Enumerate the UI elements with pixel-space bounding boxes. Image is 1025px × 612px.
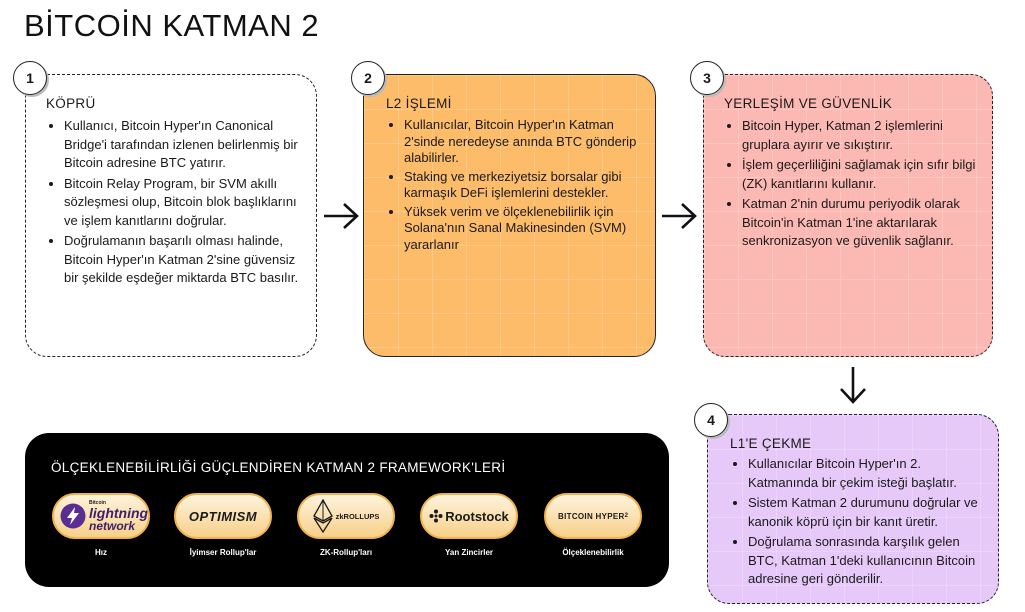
bitcoin-hyper-logo-text: BITCOIN HYPER: [558, 511, 625, 521]
step-3-number-badge: 3: [690, 61, 724, 95]
step-4-heading: L1'E ÇEKME: [730, 436, 812, 451]
step-2-number-badge: 2: [351, 61, 385, 95]
step-3-bullet: Katman 2'nin durumu periyodik olarak Bit…: [742, 195, 980, 251]
framework-caption: Ölçeklenebilirlik: [562, 548, 624, 557]
step-3-heading: YERLEŞİM VE GÜVENLİK: [724, 96, 893, 111]
step-4-bullet: Doğrulama sonrasında karşılık gelen BTC,…: [748, 533, 986, 589]
step-4-bullets: Kullanıcılar Bitcoin Hyper'ın 2. Katmanı…: [730, 455, 986, 589]
step-1-heading: KÖPRÜ: [46, 96, 96, 111]
step-1-card: KÖPRÜ Kullanıcı, Bitcoin Hyper'ın Canoni…: [25, 74, 317, 357]
step-2-bullets: Kullanıcılar, Bitcoin Hyper'ın Katman 2'…: [386, 117, 643, 253]
step-3-bullet: İşlem geçerliliğini sağlamak için sıfır …: [742, 156, 980, 193]
framework-rootstock: Rootstock Yan Zincirler: [420, 493, 518, 557]
lightning-network-logo: Bitcoin lightning network: [52, 493, 150, 539]
framework-zkrollups: zkROLLUPS ZK-Rollup'ları: [297, 493, 395, 557]
arrow-right-icon: [662, 203, 697, 229]
framework-optimism: OPTIMISM İyimser Rollup'lar: [174, 493, 272, 557]
step-1-bullets: Kullanıcı, Bitcoin Hyper'ın Canonical Br…: [46, 117, 304, 288]
step-1-bullet: Doğrulamanın başarılı olması halinde, Bi…: [64, 232, 304, 288]
framework-caption: ZK-Rollup'ları: [319, 548, 373, 557]
step-3-bullets: Bitcoin Hyper, Katman 2 işlemlerini grup…: [724, 117, 980, 251]
step-2-card: L2 İŞLEMİ Kullanıcılar, Bitcoin Hyper'ın…: [363, 74, 656, 357]
zkrollups-logo-text: zkROLLUPS: [335, 511, 380, 521]
rootstock-dots-icon: [429, 509, 443, 523]
step-2-heading: L2 İŞLEMİ: [386, 96, 452, 111]
rootstock-logo: Rootstock: [420, 493, 518, 539]
frameworks-panel: ÖLÇEKLENEBİLİRLİĞİ GÜÇLENDİREN KATMAN 2 …: [25, 433, 669, 587]
framework-caption: İyimser Rollup'lar: [189, 548, 257, 557]
zkrollups-logo: zkROLLUPS: [297, 493, 395, 539]
bitcoin-hyper-logo: BITCOIN HYPER 2: [544, 493, 642, 539]
lightning-logo-top: Bitcoin: [89, 499, 106, 506]
rootstock-logo-text: Rootstock: [445, 508, 509, 524]
optimism-logo: OPTIMISM: [174, 493, 272, 539]
framework-lightning-network: Bitcoin lightning network Hız: [52, 493, 150, 557]
ethereum-diamond-icon: [312, 499, 333, 533]
step-4-card: L1'E ÇEKME Kullanıcılar Bitcoin Hyper'ın…: [707, 414, 999, 604]
frameworks-title: ÖLÇEKLENEBİLİRLİĞİ GÜÇLENDİREN KATMAN 2 …: [51, 460, 506, 475]
arrow-down-icon: [840, 367, 866, 404]
step-4-bullet: Kullanıcılar Bitcoin Hyper'ın 2. Katmanı…: [748, 455, 986, 492]
step-4-bullet: Sistem Katman 2 durumunu doğrular ve kan…: [748, 494, 986, 531]
step-3-card: YERLEŞİM VE GÜVENLİK Bitcoin Hyper, Katm…: [703, 74, 993, 357]
framework-caption: Hız: [95, 548, 107, 557]
bitcoin-hyper-logo-sup: 2: [624, 513, 628, 519]
lightning-logo-line2: network: [89, 518, 136, 533]
lightning-logo-line1: lightning: [89, 504, 149, 521]
step-1-number-badge: 1: [13, 61, 47, 95]
lightning-bolt-icon: [60, 503, 86, 529]
step-1-bullet: Kullanıcı, Bitcoin Hyper'ın Canonical Br…: [64, 117, 304, 173]
arrow-right-icon: [324, 203, 359, 229]
step-4-number-badge: 4: [694, 403, 728, 437]
step-2-bullet: Kullanıcılar, Bitcoin Hyper'ın Katman 2'…: [404, 117, 643, 167]
step-2-bullet: Staking ve merkeziyetsiz borsalar gibi k…: [404, 169, 643, 202]
optimism-logo-text: OPTIMISM: [188, 508, 258, 524]
step-2-bullet: Yüksek verim ve ölçeklenebilirlik için S…: [404, 204, 643, 254]
page-title: BİTCOİN KATMAN 2: [24, 8, 320, 43]
step-3-bullet: Bitcoin Hyper, Katman 2 işlemlerini grup…: [742, 117, 980, 154]
framework-caption: Yan Zincirler: [444, 548, 494, 557]
step-1-bullet: Bitcoin Relay Program, bir SVM akıllı sö…: [64, 175, 304, 231]
framework-bitcoin-hyper: BITCOIN HYPER 2 Ölçeklenebilirlik: [544, 493, 642, 557]
